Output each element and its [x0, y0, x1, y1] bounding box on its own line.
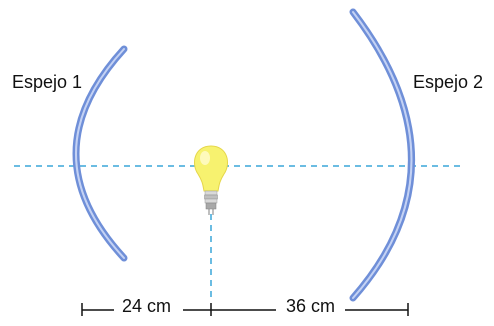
- distance-marker-right: [211, 303, 409, 316]
- distance-label-left: 24 cm: [118, 297, 176, 315]
- mirror-1-highlight: [75, 48, 125, 259]
- mirror-1-label: Espejo 1: [12, 72, 83, 92]
- distance-marker-left: [81, 303, 211, 316]
- mirror-2-highlight: [352, 11, 413, 299]
- mirror-2-label: Espejo 2: [413, 72, 484, 92]
- distance-label-right: 36 cm: [282, 297, 340, 315]
- light-bulb-icon: [194, 145, 228, 215]
